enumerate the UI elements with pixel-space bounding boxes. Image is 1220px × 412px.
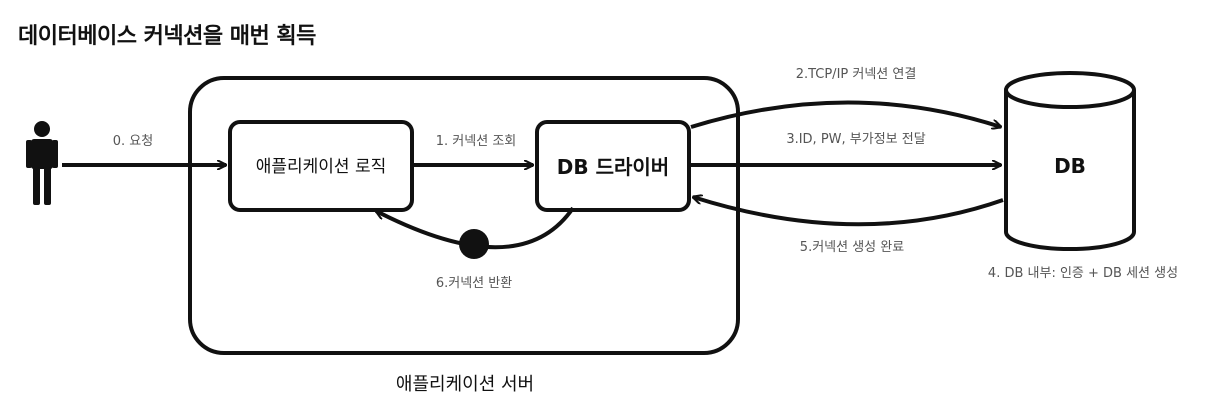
connection-return-arrow bbox=[376, 206, 575, 250]
db-driver-box bbox=[535, 120, 691, 212]
step-6-label: 6.커넥션 반환 bbox=[436, 276, 512, 291]
step-5-label: 5.커넥션 생성 완료 bbox=[800, 240, 904, 255]
user-icon bbox=[26, 121, 58, 205]
db-driver-label: DB 드라이버 bbox=[557, 155, 669, 179]
connection-created-arrow bbox=[693, 197, 1004, 227]
app-logic-box bbox=[228, 120, 414, 212]
tcp-connect-arrow bbox=[690, 100, 1001, 128]
step-0-label: 0. 요청 bbox=[113, 134, 153, 149]
return-point bbox=[459, 229, 489, 259]
step-4-label: 4. DB 내부: 인증 + DB 세션 생성 bbox=[988, 266, 1178, 281]
page-title: 데이터베이스 커넥션을 매번 획득 bbox=[18, 24, 316, 49]
app-logic-label: 애플리케이션 로직 bbox=[256, 157, 387, 177]
step-2-label: 2.TCP/IP 커넥션 연결 bbox=[796, 67, 917, 82]
app-server-label: 애플리케이션 서버 bbox=[396, 374, 534, 395]
db-label: DB bbox=[1054, 154, 1086, 178]
app-server-box bbox=[188, 76, 740, 355]
db-cylinder bbox=[1004, 71, 1136, 251]
step-1-label: 1. 커넥션 조회 bbox=[436, 134, 516, 149]
step-3-label: 3.ID, PW, 부가정보 전달 bbox=[786, 132, 925, 147]
